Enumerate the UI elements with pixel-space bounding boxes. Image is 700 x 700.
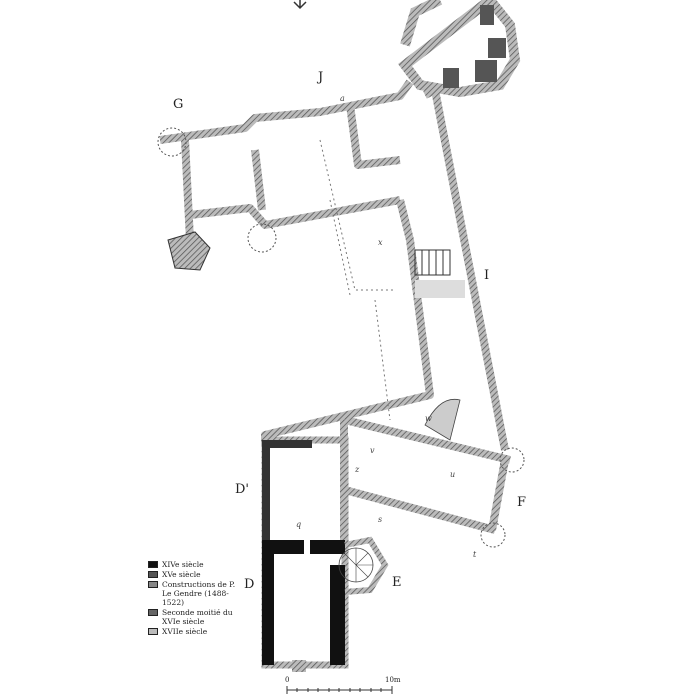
stair-tower-e [338,536,389,595]
legend-label: XVIIe siècle [162,627,208,636]
room-x: x [378,238,383,247]
stair-landing [415,280,465,298]
room-z: z [355,465,360,474]
legend-label: XVe siècle [162,570,201,579]
legend-label: Seconde moitié du XVIe siècle [162,608,233,626]
legend-item: XVIIe siècle [148,627,238,636]
label-j: J [318,70,324,85]
label-g: G [173,97,184,112]
room-w: w [425,414,432,423]
walls-hatched [159,79,511,540]
label-d-prime: D' [235,482,249,497]
legend-item: XIVe siècle [148,560,238,569]
legend-swatch [148,571,158,578]
label-e: E [392,575,402,590]
label-d: D [244,577,255,592]
legend: XIVe siècle XVe siècle Constructions de … [148,560,238,637]
buttress [292,660,306,672]
legend-item: Constructions de P. Le Gendre (1488-1522… [148,580,238,607]
label-f: F [517,495,527,510]
legend-swatch [148,561,158,568]
tower-buttresses [443,5,506,88]
scale-end: 10m [385,676,401,684]
scale-bar [286,686,393,694]
spiral-stair [424,398,461,441]
label-i: I [484,268,490,283]
legend-item: Seconde moitié du XVIe siècle [148,608,238,626]
north-arrow-icon [293,0,307,10]
legend-swatch [148,628,158,635]
legend-item: XVe siècle [148,570,238,579]
staircase [414,249,451,276]
legend-label: Constructions de P. Le Gendre (1488-1522… [162,580,236,607]
room-v: v [370,446,375,455]
legend-label: XIVe siècle [162,560,204,569]
south-west-tower [167,231,211,271]
walls-xiv [262,440,345,665]
north-east-tower [398,0,521,98]
room-a: a [340,94,345,103]
legend-swatch [148,609,158,616]
scale-start: 0 [285,676,290,684]
room-q: q [296,520,302,529]
room-t: t [473,550,477,559]
dotted-outlines [319,139,395,421]
room-u: u [450,470,456,479]
legend-swatch [148,581,158,588]
room-s: s [378,515,383,524]
corner-circles [157,127,525,548]
